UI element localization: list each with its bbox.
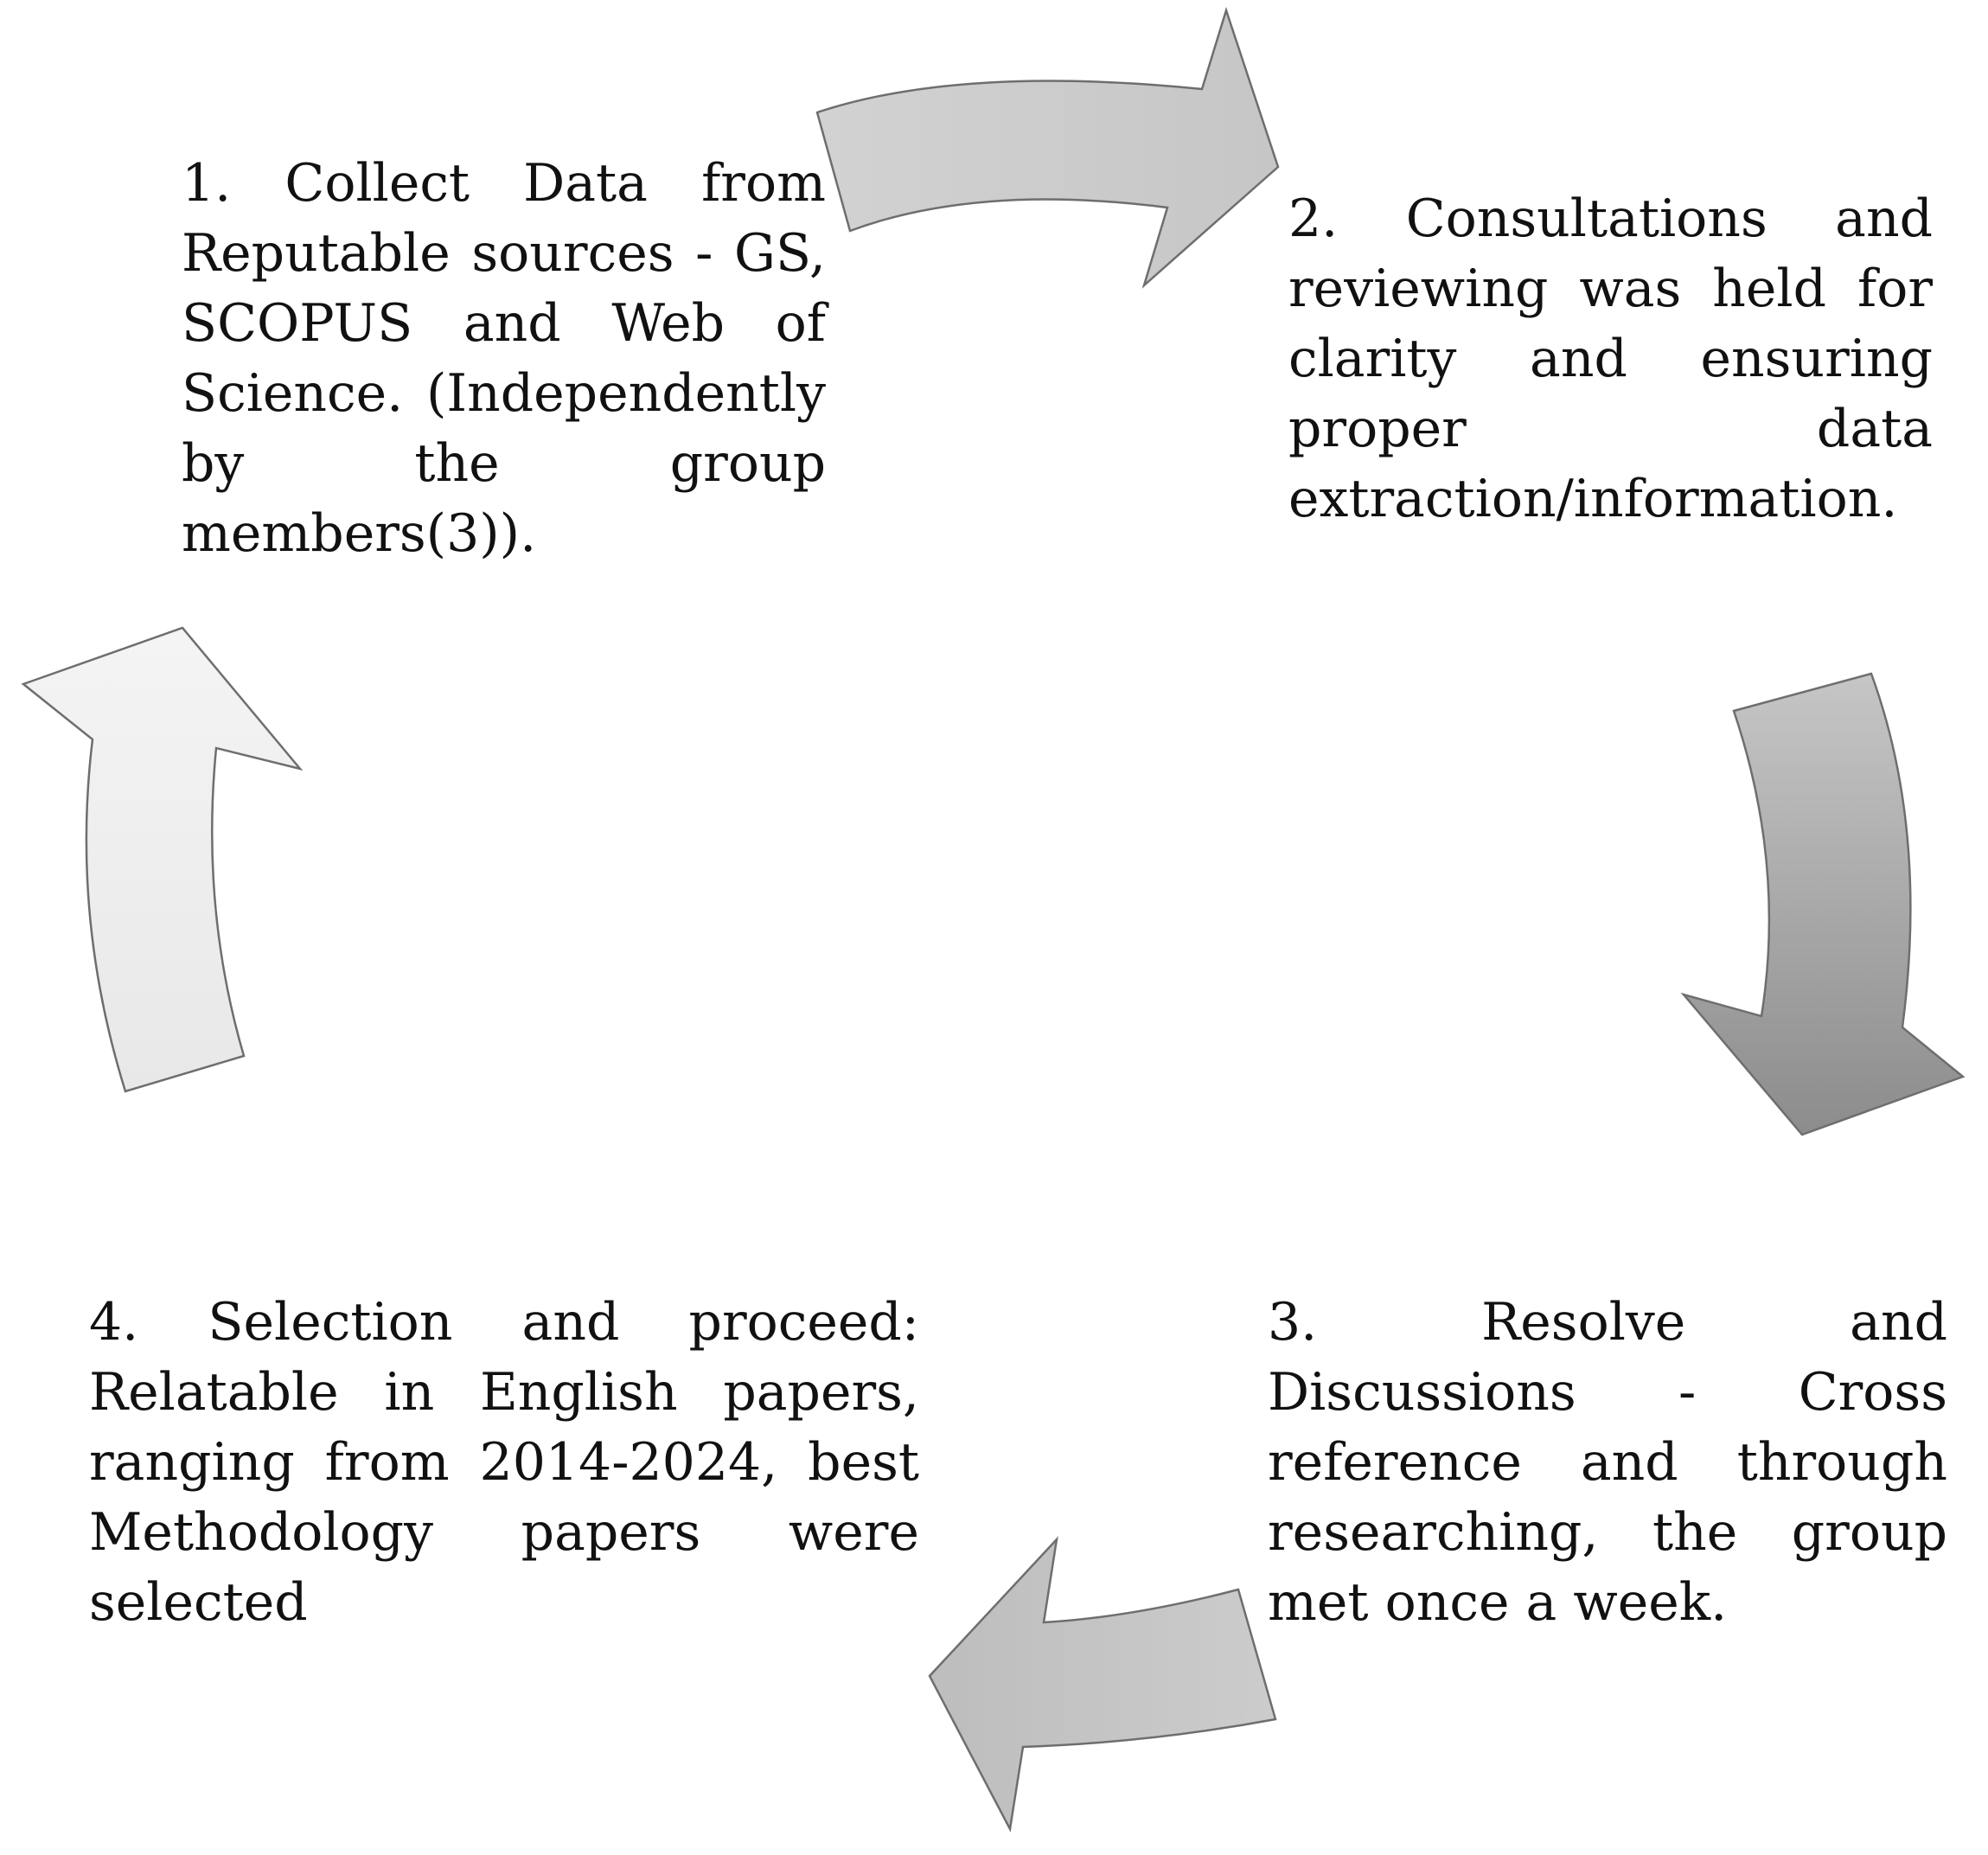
step-3-text: 3. Resolve and Discussions - Cross refer… — [1268, 1288, 1947, 1638]
step-1-number: 1. — [182, 153, 232, 214]
step-2-description: Consultations and reviewing was held for… — [1288, 189, 1934, 529]
arrow-step2-to-step3 — [1680, 672, 1966, 1136]
arrow-step4-to-step1 — [21, 626, 304, 1093]
step-2-number: 2. — [1288, 189, 1339, 249]
step-3-number: 3. — [1268, 1292, 1318, 1353]
step-4-description: Selection and proceed: Relatable in Engl… — [89, 1292, 919, 1633]
arrow-step3-to-step4 — [928, 1536, 1277, 1833]
step-4-number: 4. — [89, 1292, 139, 1353]
step-2-text: 2. Consultations and reviewing was held … — [1288, 184, 1933, 534]
step-3-description: Resolve and Discussions - Cross referenc… — [1268, 1292, 1947, 1633]
step-1-description: Collect Data from Reputable sources - GS… — [182, 153, 826, 564]
step-4-text: 4. Selection and proceed: Relatable in E… — [89, 1288, 919, 1638]
step-1-text: 1. Collect Data from Reputable sources -… — [182, 149, 826, 569]
arrow-step1-to-step2 — [815, 6, 1280, 289]
